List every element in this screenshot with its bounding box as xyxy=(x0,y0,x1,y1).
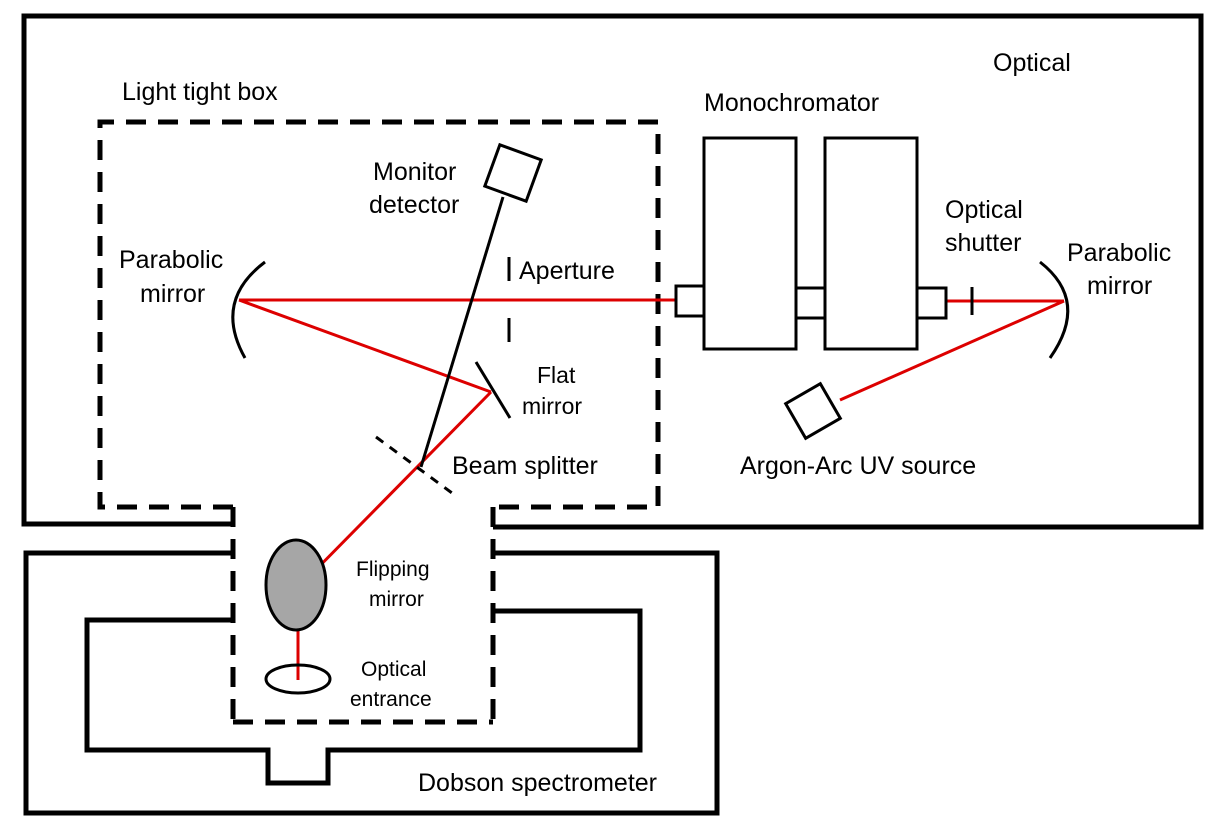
light-tight-box-label: Light tight box xyxy=(122,78,278,106)
beam-splitter-icon xyxy=(375,435,453,495)
dobson-spectrometer-label: Dobson spectrometer xyxy=(418,769,657,797)
parabolic-mirror-right-label-line-2: mirror xyxy=(1087,272,1152,300)
beam-flat-mirror-to-flipping-mirror xyxy=(294,390,493,592)
parabolic-mirror-left-label-line-1: Parabolic xyxy=(119,246,223,274)
monochromator-label: Monochromator xyxy=(704,89,879,117)
dobson-spectrometer-inner-wall xyxy=(84,608,643,786)
monitor-detector-icon xyxy=(482,142,544,204)
beam-uv-source-to-right-mirror xyxy=(839,299,1065,402)
parabolic-mirror-left-icon xyxy=(231,260,266,359)
light-beam xyxy=(238,298,1065,680)
optical-entrance-label-line-2: entrance xyxy=(350,688,432,711)
flipping-mirror-icon xyxy=(264,538,328,632)
flipping-mirror-label-line-2: mirror xyxy=(369,588,424,611)
beam-splitter-label: Beam splitter xyxy=(452,452,598,480)
argon-arc-uv-source-icon xyxy=(783,381,843,441)
optical-shutter-label-line-2: shutter xyxy=(945,229,1021,257)
flat-mirror-label-line-2: mirror xyxy=(522,393,582,419)
parabolic-mirror-left-label-line-2: mirror xyxy=(140,280,205,308)
monochromator-entrance-port xyxy=(674,284,706,318)
monochromator-icon xyxy=(674,136,948,351)
parabolic-mirror-right-label-line-1: Parabolic xyxy=(1067,239,1171,267)
parabolic-mirror-right-icon xyxy=(1039,260,1070,359)
optical-enclosure-outline xyxy=(21,13,1204,530)
monitor-detector-beam xyxy=(419,196,505,468)
monitor-detector-label-line-1: Monitor xyxy=(373,158,456,186)
flat-mirror-icon xyxy=(474,361,512,419)
optical-label: Optical xyxy=(993,49,1071,77)
flat-mirror-label-line-1: Flat xyxy=(537,362,576,388)
optical-shutter-label-line-1: Optical xyxy=(945,196,1023,224)
argon-arc-uv-source-label: Argon-Arc UV source xyxy=(740,452,976,480)
monitor-detector-label-line-2: detector xyxy=(369,191,459,219)
monochromator-coupler xyxy=(794,286,827,320)
light-tight-box-outline xyxy=(97,119,661,510)
optical-entrance-icon xyxy=(264,663,332,695)
aperture-label: Aperture xyxy=(519,257,615,285)
optical-entrance-label-line-1: Optical xyxy=(361,658,426,681)
monochromator-stage-2 xyxy=(823,136,919,351)
dobson-spectrometer-outer-wall xyxy=(23,550,720,816)
flipping-mirror-label-line-1: Flipping xyxy=(356,558,430,581)
monochromator-stage-1 xyxy=(702,136,798,351)
monochromator-exit-port xyxy=(915,286,948,320)
beam-left-mirror-to-flat-mirror xyxy=(238,298,492,394)
